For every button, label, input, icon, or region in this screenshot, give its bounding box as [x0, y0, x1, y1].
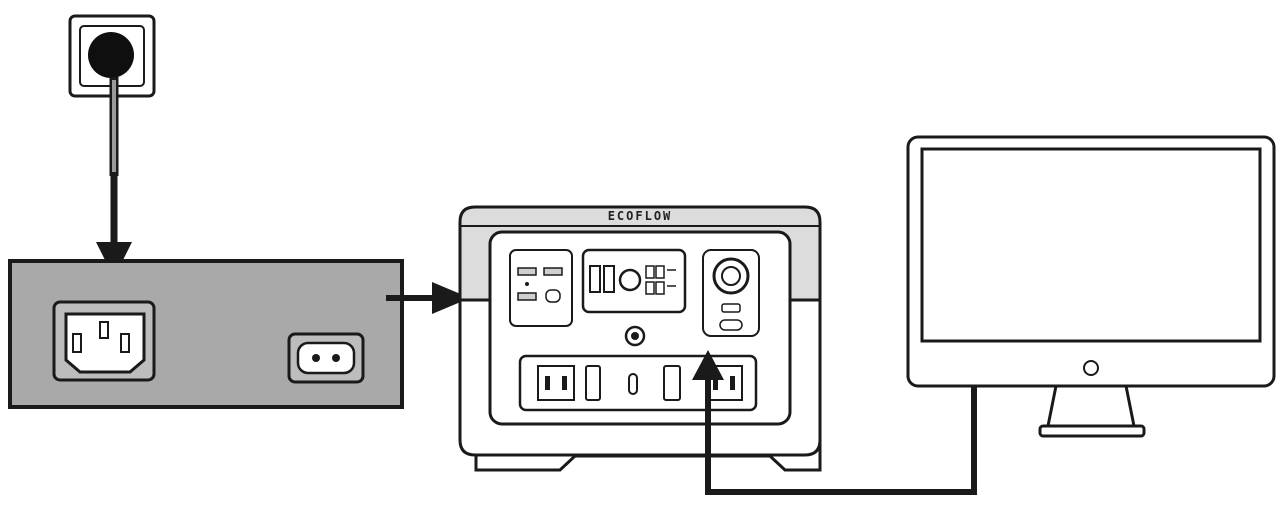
car-port-icon: [702, 249, 760, 337]
power-button-icon: [624, 325, 646, 347]
power-station-icon: ECOFLOW: [458, 205, 822, 472]
monitor-icon: [906, 135, 1276, 438]
lcd-display: [581, 248, 687, 314]
figure8-socket-icon: [287, 332, 365, 384]
up-arrow-icon: [692, 350, 724, 440]
right-arrow-icon: [386, 282, 470, 314]
iec-inlet-icon: [52, 300, 156, 382]
usb-port-block: [509, 249, 573, 327]
wall-socket-icon: [68, 14, 156, 98]
ac-outlet-strip: [518, 354, 758, 412]
plug-icon: [88, 32, 134, 78]
brand-logo: ECOFLOW: [608, 209, 673, 223]
ac-inlet-box-icon: [8, 259, 404, 409]
